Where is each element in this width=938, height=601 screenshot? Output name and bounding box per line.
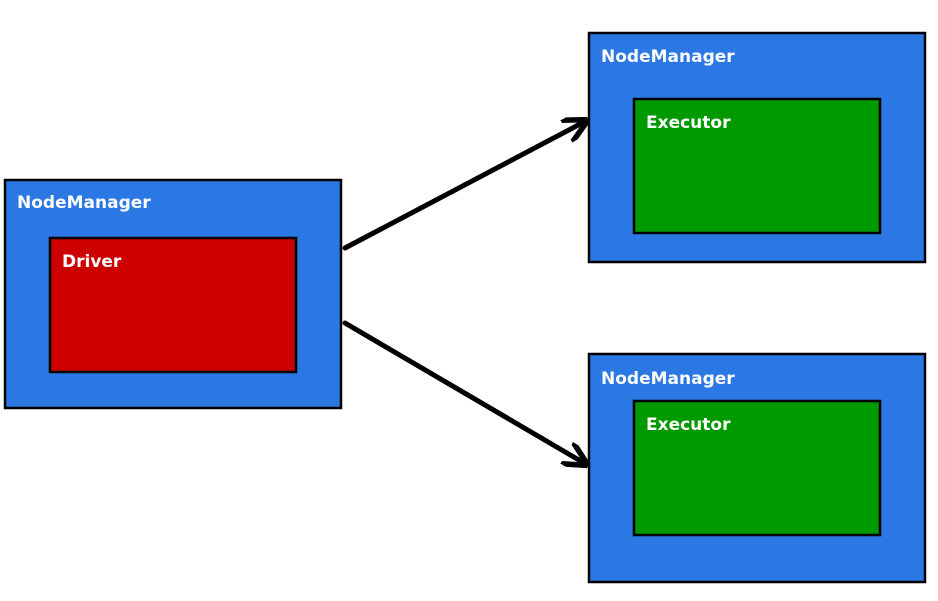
node-manager-label: NodeManager [601, 47, 735, 67]
arrow-driver-to-executor-bottom [342, 320, 584, 463]
node-manager-label: NodeManager [17, 193, 151, 213]
driver-box [48, 236, 298, 374]
executor-label: Executor [646, 415, 731, 435]
node-manager-executor-bottom: NodeManager Executor [587, 352, 927, 584]
executor-box [632, 399, 882, 537]
executor-label: Executor [646, 113, 731, 133]
node-manager-executor-top: NodeManager Executor [587, 31, 927, 264]
arrow-driver-to-executor-top [342, 122, 584, 251]
executor-box [632, 97, 882, 235]
driver-label: Driver [62, 252, 122, 272]
node-manager-driver: NodeManager Driver [3, 178, 343, 410]
node-manager-label: NodeManager [601, 369, 735, 389]
